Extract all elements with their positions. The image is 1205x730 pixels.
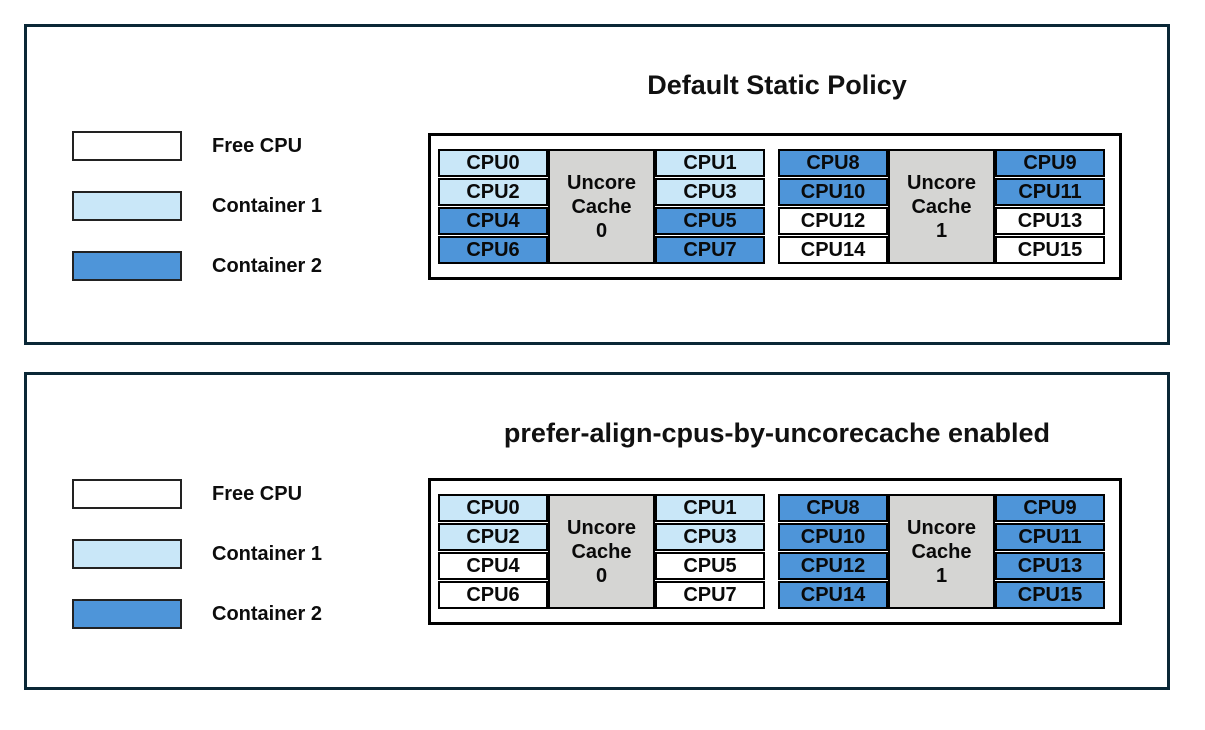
legend-label: Free CPU <box>212 134 303 157</box>
uncore-cache-label-line: Cache <box>911 540 972 563</box>
cpu-cell: CPU6 <box>438 581 548 609</box>
cpu-cell: CPU8 <box>778 149 888 177</box>
cpu-cell: CPU0 <box>438 494 548 522</box>
cpu-cell: CPU5 <box>655 552 765 580</box>
cpu-cell: CPU9 <box>995 149 1105 177</box>
cpu-cell: CPU12 <box>778 207 888 235</box>
uncore-cache-label-line: 0 <box>595 564 608 587</box>
panel-title: prefer-align-cpus-by-uncorecache enabled <box>503 418 1051 448</box>
cpu-cell: CPU3 <box>655 178 765 206</box>
legend-label: Free CPU <box>212 482 303 505</box>
uncore-cache-label-line: Cache <box>571 195 632 218</box>
cpu-cell: CPU0 <box>438 149 548 177</box>
legend-item-free: Free CPU <box>72 479 302 509</box>
cpu-cell: CPU2 <box>438 523 548 551</box>
cpu-cell: CPU4 <box>438 552 548 580</box>
cpu-cell: CPU5 <box>655 207 765 235</box>
cpu-cell: CPU10 <box>778 523 888 551</box>
legend-swatch-free <box>72 479 182 509</box>
uncore-cache-label-line: 0 <box>595 219 608 242</box>
uncore-cache-label-line: Cache <box>911 195 972 218</box>
uncore-cache-label-line: Uncore <box>567 171 636 194</box>
cpu-cell: CPU13 <box>995 552 1105 580</box>
cpu-cell: CPU7 <box>655 581 765 609</box>
panel-prefer-align-cpus-by-uncorecache: prefer-align-cpus-by-uncorecache enabled… <box>24 372 1170 690</box>
uncore-cache-label-line: Uncore <box>567 516 636 539</box>
legend-item-free: Free CPU <box>72 131 302 161</box>
cpu-cell: CPU15 <box>995 581 1105 609</box>
cpu-cell: CPU4 <box>438 207 548 235</box>
legend-label: Container 1 <box>212 542 323 565</box>
cpu-cell: CPU1 <box>655 494 765 522</box>
cpu-cell: CPU12 <box>778 552 888 580</box>
cpu-cell: CPU9 <box>995 494 1105 522</box>
uncore-cache-label-line: Uncore <box>907 516 976 539</box>
legend-item-container1: Container 1 <box>72 191 322 221</box>
legend-label: Container 1 <box>212 194 323 217</box>
legend-swatch-container2 <box>72 599 182 629</box>
legend-swatch-container1 <box>72 191 182 221</box>
legend-item-container2: Container 2 <box>72 599 322 629</box>
cpu-cell: CPU1 <box>655 149 765 177</box>
legend-label: Container 2 <box>212 254 323 277</box>
uncore-cache-label-line: Uncore <box>907 171 976 194</box>
legend-item-container1: Container 1 <box>72 539 322 569</box>
cpu-cell: CPU8 <box>778 494 888 522</box>
cpu-cell: CPU11 <box>995 523 1105 551</box>
cpu-cell: CPU14 <box>778 581 888 609</box>
panel-title: Default Static Policy <box>647 70 907 100</box>
legend-swatch-container1 <box>72 539 182 569</box>
legend-label: Container 2 <box>212 602 323 625</box>
panel-default-static-policy: Default Static Policy Free CPU Container … <box>24 24 1170 345</box>
legend-swatch-free <box>72 131 182 161</box>
cpu-cell: CPU2 <box>438 178 548 206</box>
cpu-cell: CPU14 <box>778 236 888 264</box>
legend-item-container2: Container 2 <box>72 251 322 281</box>
cpu-cell: CPU7 <box>655 236 765 264</box>
cpu-cell: CPU15 <box>995 236 1105 264</box>
uncore-cache-label-line: 1 <box>935 564 948 587</box>
uncore-cache-label-line: 1 <box>935 219 948 242</box>
cpu-cell: CPU3 <box>655 523 765 551</box>
cpu-cell: CPU11 <box>995 178 1105 206</box>
uncore-cache-label-line: Cache <box>571 540 632 563</box>
cpu-cell: CPU10 <box>778 178 888 206</box>
cpu-cell: CPU13 <box>995 207 1105 235</box>
cpu-cell: CPU6 <box>438 236 548 264</box>
legend-swatch-container2 <box>72 251 182 281</box>
